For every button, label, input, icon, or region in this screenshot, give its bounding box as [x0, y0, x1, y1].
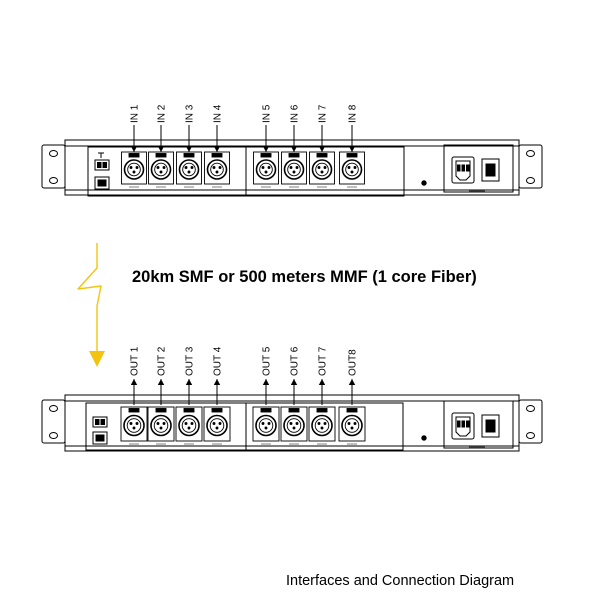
xlr-connector	[204, 151, 230, 188]
left-rack-ear	[41, 144, 66, 189]
output-labels: OUT 1 OUT 2 OUT 3 OUT 4 OUT 5 OUT 6 OUT 7 OUT8	[130, 346, 359, 405]
port-label: OUT 2	[157, 346, 168, 376]
mount-hole	[526, 405, 535, 412]
arrowhead	[262, 146, 270, 152]
arrowhead	[318, 146, 326, 152]
arrowhead	[348, 379, 356, 385]
xlr-connector	[148, 151, 174, 188]
fiber-port	[92, 416, 108, 428]
arrowhead	[290, 146, 298, 152]
xlr-connector	[176, 151, 202, 188]
status-led	[421, 180, 427, 186]
mount-hole	[49, 405, 58, 412]
xlr-connector	[338, 406, 366, 445]
port-label: OUT 3	[185, 346, 196, 376]
arrowhead	[130, 379, 138, 385]
transmitter-xlr-inputs	[121, 151, 365, 188]
left-rack-ear	[41, 399, 66, 444]
port-label: OUT 1	[130, 346, 141, 376]
aux-port	[94, 176, 110, 190]
port-label: OUT 7	[318, 346, 329, 376]
xlr-connector	[280, 406, 308, 445]
mount-hole	[526, 150, 535, 157]
xlr-connector	[121, 151, 147, 188]
port-label: IN 4	[213, 104, 224, 123]
xlr-connector	[203, 406, 231, 445]
right-rack-ear	[518, 144, 543, 189]
port-label: OUT 6	[290, 346, 301, 376]
fiber-port	[94, 152, 110, 171]
fiber-link-label: 20km SMF or 500 meters MMF (1 core Fiber…	[132, 268, 477, 286]
port-label: IN 3	[185, 104, 196, 123]
xlr-connector	[281, 151, 307, 188]
arrowhead	[318, 379, 326, 385]
arrowhead	[130, 146, 138, 152]
power-panel	[443, 400, 514, 449]
xlr-connector	[308, 406, 336, 445]
arrowhead	[157, 146, 165, 152]
power-socket-icon	[451, 156, 475, 184]
receiver-unit	[41, 394, 543, 452]
status-led	[421, 435, 427, 441]
arrowhead	[213, 146, 221, 152]
arrowhead	[262, 379, 270, 385]
port-label: IN 7	[318, 104, 329, 123]
mount-hole	[49, 150, 58, 157]
right-rack-ear	[518, 399, 543, 444]
chassis	[64, 394, 520, 452]
arrowhead	[157, 379, 165, 385]
arrowhead	[290, 379, 298, 385]
port-label: IN 5	[262, 104, 273, 123]
port-label: OUT 4	[213, 346, 224, 376]
xlr-connector	[120, 406, 148, 445]
power-switch-icon	[481, 414, 500, 438]
port-label: OUT8	[348, 349, 359, 376]
input-labels: IN 1 IN 2 IN 3 IN 4 IN 5 IN 6 IN 7 IN 8	[130, 104, 359, 152]
aux-port	[92, 431, 108, 445]
fiber-link-arrow	[77, 243, 105, 367]
mount-hole	[526, 177, 535, 184]
xlr-connector	[309, 151, 335, 188]
port-label: OUT 5	[262, 346, 273, 376]
power-switch-icon	[481, 158, 500, 182]
power-panel	[443, 144, 514, 193]
module-panel	[85, 402, 404, 451]
port-label: IN 8	[348, 104, 359, 123]
xlr-connector	[339, 151, 365, 188]
mount-hole	[526, 432, 535, 439]
arrowhead	[185, 379, 193, 385]
arrowhead	[213, 379, 221, 385]
xlr-connector	[252, 406, 280, 445]
xlr-connector	[175, 406, 203, 445]
power-socket-icon	[451, 412, 475, 440]
diagram-caption: Interfaces and Connection Diagram	[286, 573, 514, 589]
arrowhead	[348, 146, 356, 152]
chassis	[64, 139, 520, 196]
receiver-xlr-outputs	[120, 406, 366, 445]
port-label: IN 6	[290, 104, 301, 123]
xlr-connector	[253, 151, 279, 188]
xlr-connector	[147, 406, 175, 445]
arrowhead	[185, 146, 193, 152]
port-label: IN 1	[130, 104, 141, 123]
mount-hole	[49, 177, 58, 184]
mount-hole	[49, 432, 58, 439]
port-label: IN 2	[157, 104, 168, 123]
